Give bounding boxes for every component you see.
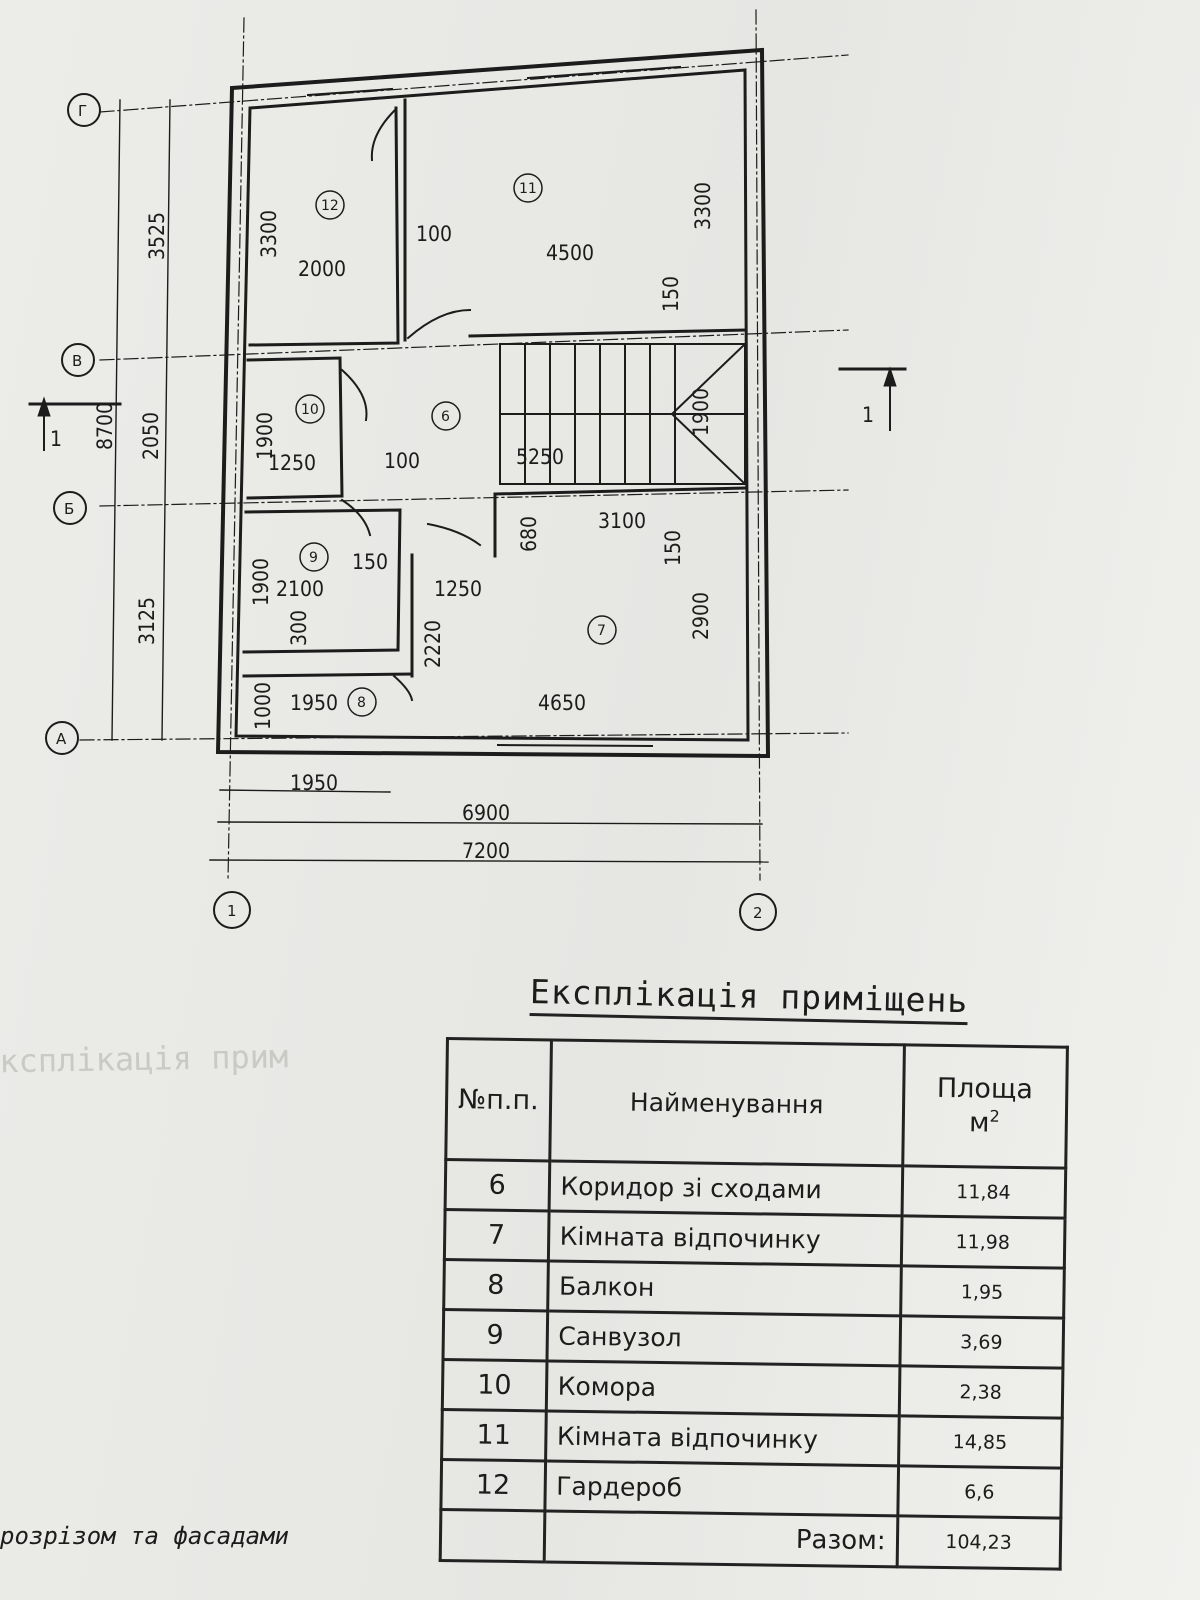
row-area: 1,95 — [900, 1265, 1064, 1319]
room-number-11: 11 — [519, 181, 537, 197]
dimension-2100: 2100 — [276, 577, 324, 601]
row-area: 2,38 — [898, 1365, 1063, 1419]
row-number: 8 — [443, 1259, 548, 1311]
row-name: Комора — [545, 1360, 900, 1416]
axis-label-2: 2 — [753, 904, 763, 922]
row-number: 7 — [444, 1209, 549, 1261]
footer-note: розрізом та фасадами — [0, 1522, 289, 1550]
header-name: Найменування — [549, 1039, 904, 1166]
row-number: 6 — [445, 1159, 550, 1211]
floor-plan: Г В Б А 1 2 1 1 8700 3525 2050 3125 1950… — [28, 9, 907, 931]
dimension-2220: 2220 — [421, 620, 445, 668]
row-number: 12 — [440, 1459, 546, 1511]
table-row: 9 Санвузол 3,69 — [442, 1309, 1064, 1369]
header-area-label: Площа — [936, 1073, 1034, 1106]
dimension-5250: 5250 — [516, 445, 564, 469]
room-number-6: 6 — [441, 409, 450, 425]
section-mark-right: 1 — [862, 403, 874, 427]
dimension-100-top: 100 — [416, 222, 452, 246]
dimension-1900-room10: 1900 — [253, 412, 277, 460]
total-label: Разом: — [543, 1510, 898, 1567]
row-name: Кімната відпочинку — [547, 1210, 902, 1266]
total-empty-cell — [440, 1509, 545, 1562]
dimension-3525: 3525 — [145, 212, 169, 260]
section-mark-left: 1 — [50, 427, 62, 451]
room-number-10: 10 — [301, 402, 319, 418]
row-name: Кімната відпочинку — [545, 1410, 899, 1466]
axis-label-v: В — [72, 352, 82, 370]
row-name: Коридор зі сходами — [548, 1160, 903, 1216]
row-area: 11,84 — [901, 1165, 1066, 1219]
row-area: 11,98 — [900, 1215, 1065, 1269]
header-area-unit: м — [968, 1107, 990, 1139]
dimension-2000: 2000 — [298, 257, 346, 281]
table-header-row: №п.п. Найменування Площа м2 — [445, 1038, 1067, 1169]
dimension-300: 300 — [287, 610, 311, 646]
dimension-1250-room7: 1250 — [434, 577, 482, 601]
total-value: 104,23 — [896, 1515, 1061, 1570]
room-number-12: 12 — [321, 198, 339, 214]
header-area: Площа м2 — [902, 1044, 1067, 1169]
dimension-3300-room11: 3300 — [691, 182, 715, 230]
dimension-4650: 4650 — [538, 691, 586, 715]
room-number-7: 7 — [597, 623, 606, 639]
row-number: 10 — [442, 1359, 547, 1411]
dimension-8700: 8700 — [93, 402, 117, 450]
axis-label-b: Б — [64, 500, 74, 518]
room-number-9: 9 — [309, 550, 318, 566]
row-area: 3,69 — [899, 1315, 1064, 1369]
table-row: 12 Гардероб 6,6 — [440, 1459, 1062, 1519]
dimension-1250-room10: 1250 — [268, 451, 316, 475]
table-row: 6 Коридор зі сходами 11,84 — [445, 1159, 1066, 1219]
row-name: Санвузол — [546, 1310, 901, 1366]
header-area-unit-exponent: 2 — [989, 1106, 1000, 1126]
row-area: 6,6 — [897, 1465, 1062, 1519]
table-total-row: Разом: 104,23 — [440, 1509, 1061, 1570]
row-name: Гардероб — [544, 1460, 899, 1516]
table-row: 8 Балкон 1,95 — [443, 1259, 1064, 1319]
table-row: 11 Кімната відпочинку 14,85 — [441, 1409, 1062, 1469]
dimension-3300-room12: 3300 — [257, 210, 281, 258]
dimension-150-top: 150 — [659, 276, 683, 312]
row-number: 9 — [442, 1309, 548, 1361]
axis-label-a: А — [56, 730, 67, 748]
dimension-3125: 3125 — [135, 597, 159, 645]
row-name: Балкон — [547, 1260, 901, 1316]
bleed-through-text: Експлікація прим — [0, 1037, 289, 1081]
dimension-7200: 7200 — [462, 839, 510, 863]
dimension-150-room7: 150 — [661, 530, 685, 566]
axis-label-1: 1 — [227, 902, 237, 920]
room-explication-table: №п.п. Найменування Площа м2 6 Коридор зі… — [439, 1037, 1069, 1571]
axis-label-g: Г — [78, 102, 87, 120]
room-number-8: 8 — [357, 695, 366, 711]
table-title: Експлікація приміщень — [529, 972, 969, 1026]
dimension-100-mid: 100 — [384, 449, 420, 473]
dimension-1950-bottom: 1950 — [290, 771, 338, 795]
dimension-150-room9: 150 — [352, 550, 388, 574]
dimension-2900: 2900 — [689, 592, 713, 640]
dimension-1900-room9: 1900 — [249, 558, 273, 606]
dimension-680: 680 — [517, 516, 541, 552]
dimension-4500: 4500 — [546, 241, 594, 265]
table-row: 7 Кімната відпочинку 11,98 — [444, 1209, 1065, 1269]
table-row: 10 Комора 2,38 — [442, 1359, 1063, 1419]
row-number: 11 — [441, 1409, 546, 1461]
header-number: №п.п. — [445, 1038, 552, 1161]
dimension-1950-room8: 1950 — [290, 691, 338, 715]
dimension-1000: 1000 — [251, 682, 275, 730]
dimension-1900-stairs: 1900 — [689, 388, 713, 436]
row-area: 14,85 — [898, 1415, 1062, 1469]
dimension-2050: 2050 — [139, 412, 163, 460]
dimension-3100: 3100 — [598, 509, 646, 533]
dimension-6900: 6900 — [462, 801, 510, 825]
